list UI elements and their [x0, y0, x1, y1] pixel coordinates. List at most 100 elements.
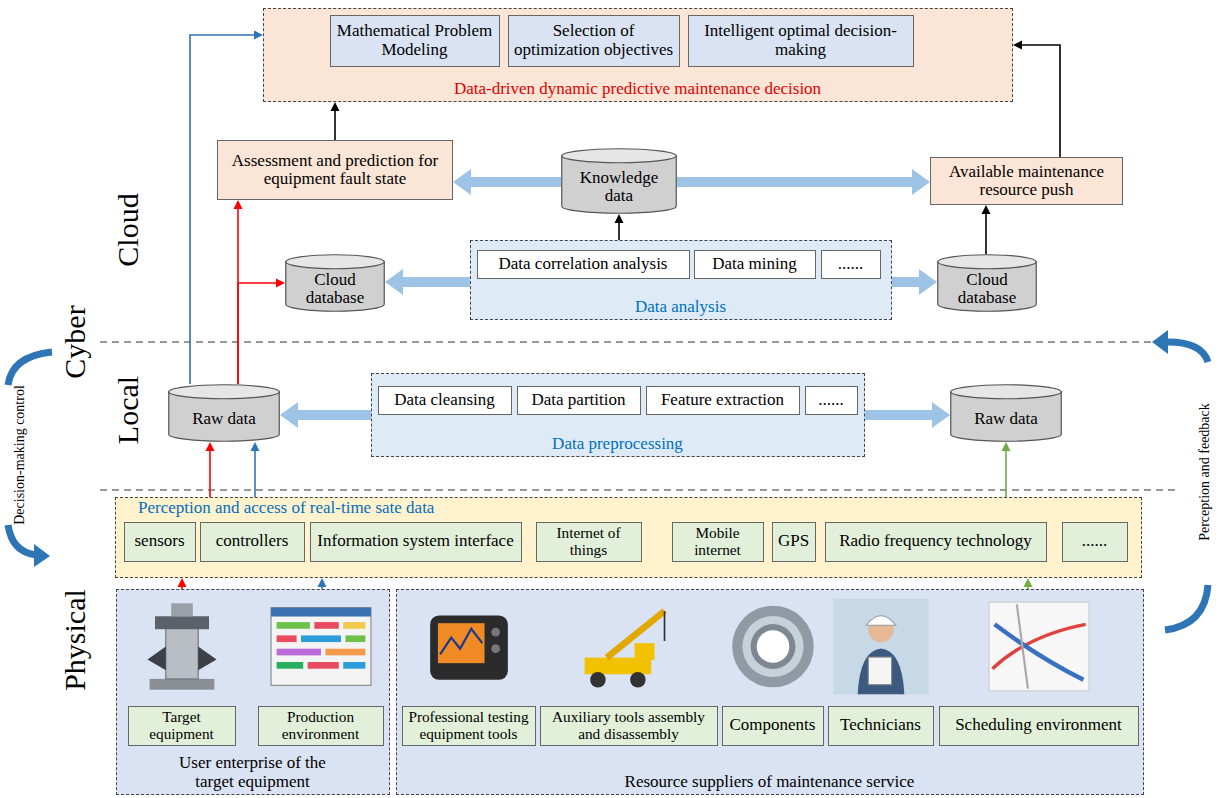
process-box: Intelligent optimal decision-making: [688, 15, 914, 67]
process-box: Assessment and prediction for equipment …: [217, 140, 453, 200]
resource-label: Professional testing equipment tools: [406, 709, 532, 742]
box-label: Data partition: [532, 391, 626, 409]
process-box: GPS: [772, 522, 816, 562]
resource-label: Production environment: [262, 709, 380, 742]
resource-label: Scheduling environment: [955, 716, 1122, 734]
process-box: Data mining: [694, 250, 816, 279]
process-box: controllers: [200, 522, 305, 562]
resource-label: Technicians: [840, 716, 921, 734]
resource-picture: [939, 591, 1139, 702]
arrow-head: [254, 31, 263, 40]
cylinder-top: [562, 149, 677, 163]
control-arrow: [8, 525, 36, 555]
label-holder: Data preprocessing: [376, 435, 860, 453]
data-flow-arrow: [234, 200, 243, 384]
resource-picture: [258, 591, 384, 702]
resource-illustration: [258, 591, 384, 702]
layer-divider: [100, 341, 1175, 342]
arrow-head: [331, 102, 340, 111]
side-arrow-label: Perception and feedback: [1197, 400, 1212, 544]
cylinder-body: [562, 155, 677, 213]
group-label: Data preprocessing: [376, 435, 860, 453]
arrow-head: [615, 214, 624, 223]
resource-illustration: [128, 591, 236, 702]
database-cylinder: Raw data: [168, 384, 280, 442]
connector-line: [237, 209, 239, 384]
box-label: Data correlation analysis: [499, 255, 668, 273]
arrow-head: [919, 269, 937, 295]
flow-block-arrow: [453, 169, 561, 195]
feedback-arrow-head: [1152, 330, 1168, 354]
label-holder: Perception and access of real-time sate …: [138, 499, 434, 517]
arrow-head: [982, 205, 991, 214]
connector-line: [209, 451, 211, 497]
connector-line: [677, 177, 912, 187]
resource-illustration: [540, 591, 718, 702]
box-label: Data mining: [712, 255, 797, 273]
box-label: GPS: [778, 532, 809, 550]
database-cylinder: Cloud database: [937, 254, 1037, 312]
resource-label-box: Auxiliary tools assembly and disassembly: [540, 706, 718, 746]
connector-line: [892, 277, 919, 287]
arrow-head: [932, 402, 950, 428]
flow-block-arrow: [280, 402, 371, 428]
resource-picture: [402, 591, 536, 702]
box-label: ......: [838, 255, 864, 273]
box-label: sensors: [134, 532, 184, 550]
resource-label: Target equipment: [132, 709, 232, 742]
resource-item: Production environment: [258, 591, 384, 746]
resource-label-box: Target equipment: [128, 706, 236, 746]
data-flow-arrow: [982, 205, 991, 254]
resource-item: Auxiliary tools assembly and disassembly: [540, 591, 718, 746]
arrow-head: [276, 279, 285, 288]
box-label: Radio frequency technology: [839, 532, 1032, 550]
box-label: controllers: [216, 532, 289, 550]
group-label: User enterprise of the target equipment: [160, 754, 345, 791]
decision-panel: Data-driven dynamic predictive maintenan…: [263, 8, 1013, 102]
process-box: Information system interface: [310, 522, 522, 562]
group-label: Data analysis: [475, 298, 887, 316]
cylinder-top: [286, 255, 385, 269]
connector-line: [1022, 45, 1060, 157]
connector-line: [985, 214, 987, 254]
process-box: Selection of optimization objectives: [508, 15, 680, 67]
resource-item: Target equipment: [128, 591, 236, 746]
resource-picture: [540, 591, 718, 702]
side-arrow-label: Decision-making control: [12, 382, 27, 528]
box-label: Feature extraction: [661, 391, 784, 409]
data-flow-arrow: [1002, 442, 1011, 497]
process-box: ......: [805, 386, 858, 415]
resource-label-box: Technicians: [828, 706, 934, 746]
connector-line: [334, 111, 336, 140]
data-flow-arrow: [190, 31, 263, 385]
physical-group: User enterprise of the target equipment T…: [116, 589, 390, 795]
box-label: Intelligent optimal decision-making: [692, 22, 910, 59]
process-box: Feature extraction: [646, 386, 800, 415]
flow-block-arrow: [892, 269, 937, 295]
database-cylinder: Cloud database: [285, 254, 385, 312]
resource-item: Components: [722, 591, 824, 746]
connector-line: [190, 35, 254, 384]
resource-picture: [722, 591, 824, 702]
arrow-head: [206, 442, 215, 451]
process-box: Mobile internet: [672, 522, 764, 562]
box-label: Mobile internet: [676, 525, 760, 558]
label-holder: Resource suppliers of maintenance servic…: [520, 773, 1020, 791]
connector-line: [254, 451, 256, 497]
arrow-head: [280, 402, 298, 428]
resource-label-box: Components: [722, 706, 824, 746]
resource-label-box: Professional testing equipment tools: [402, 706, 536, 746]
cylinder-top: [169, 385, 280, 399]
resource-label-box: Scheduling environment: [939, 706, 1139, 746]
arrow-head: [912, 169, 930, 195]
database-label: Cloud database: [941, 271, 1033, 308]
process-group: Data analysis Data correlation analysis Da…: [470, 240, 892, 320]
connector-line: [238, 283, 276, 384]
process-box: Data partition: [517, 386, 641, 415]
label-holder: Data analysis: [475, 298, 887, 316]
box-label: Data cleansing: [394, 391, 495, 409]
flow-block-arrow: [865, 402, 950, 428]
group-label: Resource suppliers of maintenance servic…: [520, 773, 1020, 791]
connector-line: [865, 410, 932, 420]
